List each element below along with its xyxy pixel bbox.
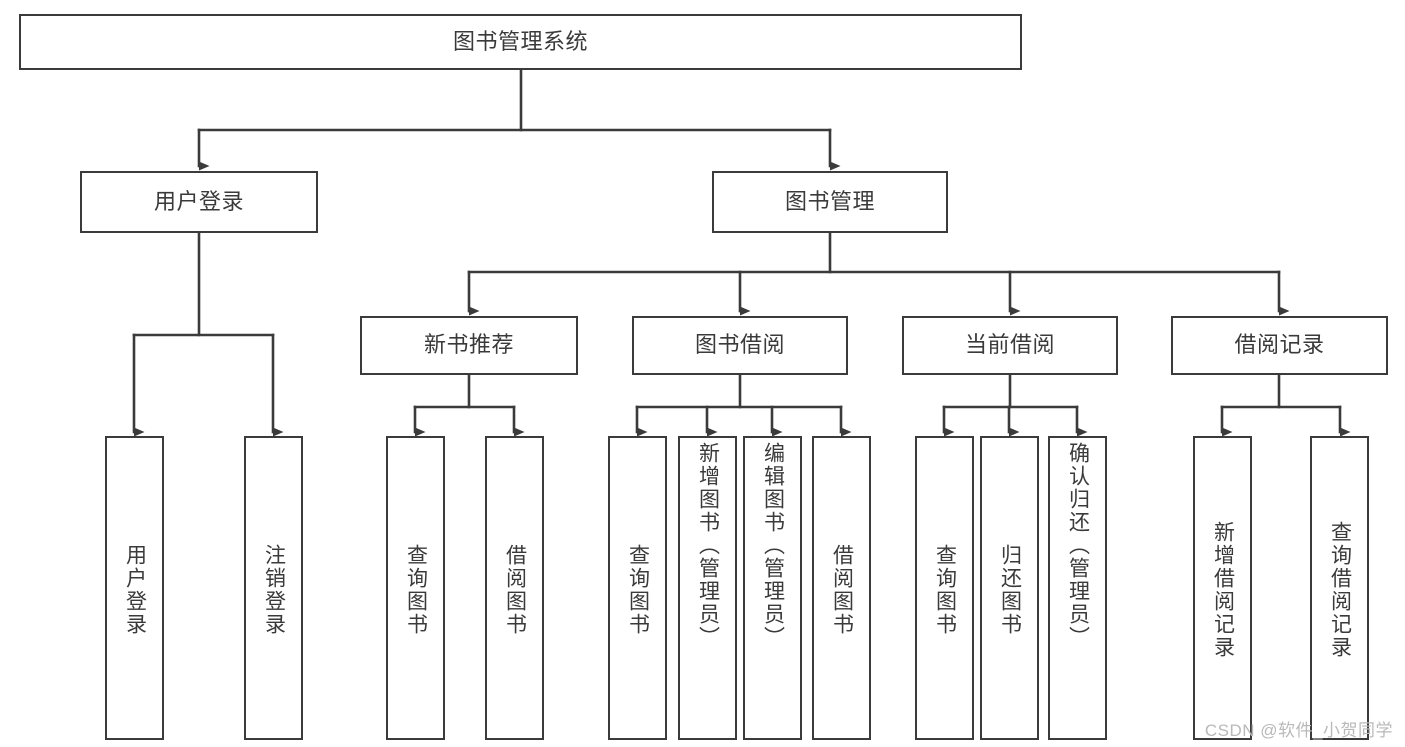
leaf-add-borrow-record-label: 新增借阅记录 — [1211, 521, 1235, 659]
leaf-borrow-book-borrow-label: 借阅图书 — [830, 544, 854, 636]
leaf-query-book-new[interactable]: 查询图书 — [386, 436, 445, 740]
leaf-add-borrow-record[interactable]: 新增借阅记录 — [1193, 436, 1252, 740]
leaf-borrow-book-new[interactable]: 借阅图书 — [485, 436, 544, 740]
node-book-mgmt[interactable]: 图书管理 — [712, 171, 948, 233]
node-root-label: 图书管理系统 — [452, 28, 588, 54]
leaf-query-book-new-label: 查询图书 — [404, 544, 428, 636]
node-user-login[interactable]: 用户登录 — [80, 171, 318, 233]
node-new-book-recommend-label: 新书推荐 — [423, 332, 514, 358]
leaf-query-book-borrow[interactable]: 查询图书 — [608, 436, 667, 740]
leaf-query-book-current-label: 查询图书 — [933, 544, 957, 636]
node-current-borrow-label: 当前借阅 — [964, 332, 1055, 358]
node-current-borrow[interactable]: 当前借阅 — [902, 316, 1118, 375]
leaf-query-book-current[interactable]: 查询图书 — [915, 436, 974, 740]
leaf-add-book[interactable]: 新增图书（管理员） — [678, 436, 737, 740]
leaf-return-book[interactable]: 归还图书 — [980, 436, 1039, 740]
csdn-watermark: CSDN @软件_小贺同学 — [1204, 721, 1393, 740]
leaf-confirm-return-label: 确认归还（管理员） — [1066, 442, 1090, 649]
leaf-edit-book[interactable]: 编辑图书（管理员） — [743, 436, 802, 740]
node-borrow-record[interactable]: 借阅记录 — [1171, 316, 1388, 375]
node-user-login-label: 用户登录 — [153, 188, 244, 214]
leaf-borrow-book-new-label: 借阅图书 — [503, 544, 527, 636]
leaf-user-login-label: 用户登录 — [123, 544, 147, 636]
leaf-query-borrow-record[interactable]: 查询借阅记录 — [1310, 436, 1369, 740]
leaf-query-borrow-record-label: 查询借阅记录 — [1328, 521, 1352, 659]
node-book-borrow-label: 图书借阅 — [694, 332, 785, 358]
node-book-mgmt-label: 图书管理 — [784, 188, 875, 214]
node-borrow-record-label: 借阅记录 — [1234, 332, 1325, 358]
leaf-borrow-book-borrow[interactable]: 借阅图书 — [812, 436, 871, 740]
node-new-book-recommend[interactable]: 新书推荐 — [360, 316, 578, 375]
node-book-borrow[interactable]: 图书借阅 — [632, 316, 848, 375]
leaf-confirm-return[interactable]: 确认归还（管理员） — [1048, 436, 1107, 740]
node-root[interactable]: 图书管理系统 — [19, 14, 1022, 70]
leaf-edit-book-label: 编辑图书（管理员） — [761, 442, 785, 649]
leaf-query-book-borrow-label: 查询图书 — [626, 544, 650, 636]
leaf-logout[interactable]: 注销登录 — [244, 436, 303, 740]
leaf-return-book-label: 归还图书 — [998, 544, 1022, 636]
leaf-user-login[interactable]: 用户登录 — [105, 436, 164, 740]
leaf-logout-label: 注销登录 — [262, 544, 286, 636]
leaf-add-book-label: 新增图书（管理员） — [696, 442, 720, 649]
